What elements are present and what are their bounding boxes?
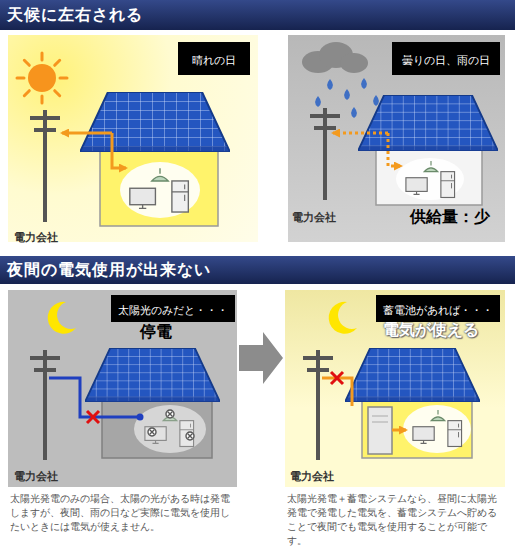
cut-mark xyxy=(87,411,99,423)
status-note: 停電 xyxy=(140,322,172,343)
caption-wrap: 太陽光発電のみの場合、太陽の光がある時は発電しますが、夜間、雨の日など実際に電気… xyxy=(10,492,236,534)
grid-wire xyxy=(49,378,138,417)
appliances xyxy=(130,168,189,212)
appliances xyxy=(145,410,194,446)
tag-text: 晴れの日 xyxy=(192,54,236,67)
appliance-bubble xyxy=(396,158,464,200)
tag-text-wrap: 曇りの日、雨の日 xyxy=(402,49,490,68)
tag-text-wrap: 太陽光のみだと・・・ xyxy=(118,299,228,318)
band-text-wrap: 夜間の電気使用が出来ない xyxy=(7,260,211,281)
utility-pole xyxy=(30,350,60,460)
caption-text: 太陽光発電＋蓄電システムなら、昼間に太陽光発電で発電した電気を、蓄電システムへ貯… xyxy=(287,492,503,548)
appliance-bubble xyxy=(134,405,206,453)
grid-wire xyxy=(322,378,352,406)
solar-roof xyxy=(85,348,220,402)
solar-roof xyxy=(345,348,480,402)
tag-text-wrap: 晴れの日 xyxy=(192,49,236,68)
scene-tag: 曇りの日、雨の日 xyxy=(392,42,500,75)
supplier-label-text: 電力会社 xyxy=(290,470,334,483)
band-text: 夜間の電気使用が出来ない xyxy=(7,260,211,279)
scene-tag: 晴れの日 xyxy=(178,42,250,75)
moon xyxy=(48,302,76,334)
battery xyxy=(368,407,392,454)
flow-arrow xyxy=(239,332,283,384)
utility-pole xyxy=(310,108,340,200)
solar-roof xyxy=(80,92,230,152)
supplier-label: 電力会社 xyxy=(292,206,336,225)
utility-pole xyxy=(303,350,333,460)
section-band: 天候に左右される xyxy=(0,0,515,30)
section-band: 夜間の電気使用が出来ない xyxy=(0,256,515,284)
sun xyxy=(17,53,67,103)
home-flow xyxy=(112,133,126,168)
scene-tag: 太陽光のみだと・・・ xyxy=(111,295,235,322)
appliance-bubble xyxy=(403,405,471,453)
supplier-label: 電力会社 xyxy=(290,465,334,484)
supplier-label-text: 電力会社 xyxy=(14,231,58,244)
house-body xyxy=(100,150,218,226)
cut-mark xyxy=(331,372,343,384)
sell-flow xyxy=(62,132,112,135)
house-body xyxy=(102,400,212,458)
supplier-label: 電力会社 xyxy=(14,226,58,245)
supplier-label: 電力会社 xyxy=(14,465,58,484)
supplier-label-text: 電力会社 xyxy=(14,470,58,483)
band-text-wrap: 天候に左右される xyxy=(7,5,143,26)
house-body xyxy=(362,400,472,458)
caption-text: 太陽光発電のみの場合、太陽の光がある時は発電しますが、夜間、雨の日など実際に電気… xyxy=(10,492,236,534)
wire-end xyxy=(137,414,144,421)
supply-note: 供給量：少 xyxy=(410,207,490,228)
home-flow xyxy=(388,133,401,166)
caption-wrap: 太陽光発電＋蓄電システムなら、昼間に太陽光発電で発電した電気を、蓄電システムへ貯… xyxy=(287,492,503,548)
status-note: 電気が使える xyxy=(383,320,479,341)
appliances xyxy=(413,410,462,446)
appliances xyxy=(406,161,455,197)
band-text: 天候に左右される xyxy=(7,5,143,24)
moon xyxy=(329,302,357,334)
status-note-text: 電気が使える xyxy=(383,320,479,339)
scene-tag: 蓄電池があれば・・・ xyxy=(376,295,500,322)
battery-flow xyxy=(392,429,406,432)
tag-text: 曇りの日、雨の日 xyxy=(402,54,490,67)
tag-text: 太陽光のみだと・・・ xyxy=(118,304,228,317)
house-body xyxy=(376,149,482,205)
off-marks xyxy=(148,410,194,440)
utility-pole xyxy=(30,110,60,222)
supply-note-text: 供給量：少 xyxy=(410,207,490,226)
sell-flow xyxy=(333,132,388,135)
solar-roof xyxy=(358,95,498,151)
tag-text-wrap: 蓄電池があれば・・・ xyxy=(383,299,493,318)
supplier-label-text: 電力会社 xyxy=(292,211,336,224)
appliance-bubble xyxy=(120,162,200,218)
status-note-text: 停電 xyxy=(140,322,172,341)
tag-text: 蓄電池があれば・・・ xyxy=(383,304,493,317)
cloud xyxy=(302,42,368,73)
